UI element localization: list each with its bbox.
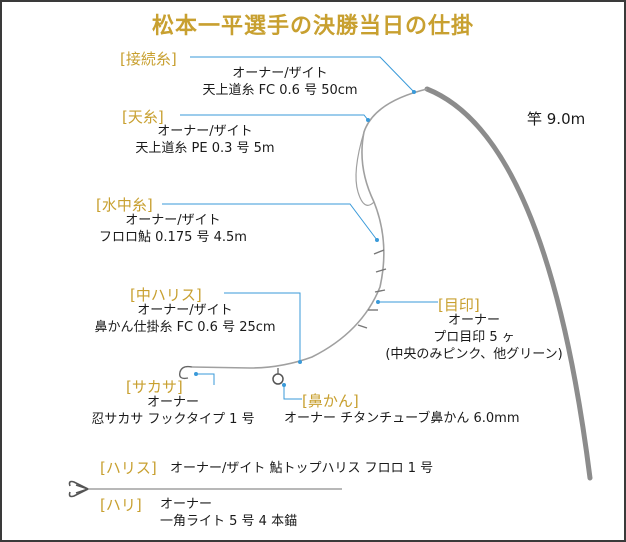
leader-lines	[162, 56, 438, 400]
leader-suichuito	[162, 203, 378, 241]
desc-mejirushi: オーナー プロ目印 5 ヶ (中央のみピンク、他グリーン)	[385, 313, 563, 362]
label-nakaharisu: [中ハリス]	[130, 286, 202, 304]
label-hanakan: [鼻かん]	[302, 392, 359, 410]
leader-tenito	[180, 114, 369, 121]
leader-hanakan	[283, 385, 302, 400]
leader-nakaharisu	[224, 292, 301, 362]
desc-setsuzoku: オーナー/ザイト 天上道糸 FC 0.6 号 50cm	[202, 66, 358, 98]
anchor-hook-icon	[68, 480, 89, 498]
label-sakasa: [サカサ]	[126, 378, 183, 396]
desc-harisu: オーナー/ザイト 鮎トップハリス フロロ 1 号	[170, 461, 434, 476]
rod-length-label: 竿 9.0m	[527, 110, 586, 128]
label-hari: [ハリ]	[100, 496, 142, 514]
sakasa-hook	[178, 365, 193, 380]
tenito-loop	[355, 131, 375, 206]
label-tenito: [天糸]	[122, 108, 164, 126]
rod	[424, 86, 593, 481]
desc-hari: オーナー 一角ライト 5 号 4 本錨	[160, 497, 298, 529]
desc-nakaharisu: オーナー/ザイト 鼻かん仕掛糸 FC 0.6 号 25cm	[94, 303, 276, 335]
label-harisu: [ハリス]	[100, 459, 157, 477]
mejirushi-markers	[357, 249, 387, 329]
desc-suichuito: オーナー/ザイト フロロ鮎 0.175 号 4.5m	[99, 213, 247, 245]
label-suichuito: [水中糸]	[96, 196, 153, 214]
leader-sakasa	[196, 373, 215, 385]
leader-setsuzoku	[190, 56, 415, 93]
desc-sakasa: オーナー 忍サカサ フックタイプ 1 号	[91, 395, 255, 427]
nakaharisu-line	[191, 366, 251, 369]
desc-hanakan: オーナー チタンチューブ鼻かん 6.0mm	[284, 411, 520, 426]
label-mejirushi: [目印]	[438, 296, 480, 314]
label-setsuzoku: [接続糸]	[120, 50, 177, 68]
desc-tenito: オーナー/ザイト 天上道糸 PE 0.3 号 5m	[135, 124, 275, 156]
page-title: 松本一平選手の決勝当日の仕掛	[151, 14, 474, 39]
main-line	[249, 88, 428, 369]
hanakan-ring	[272, 373, 284, 385]
